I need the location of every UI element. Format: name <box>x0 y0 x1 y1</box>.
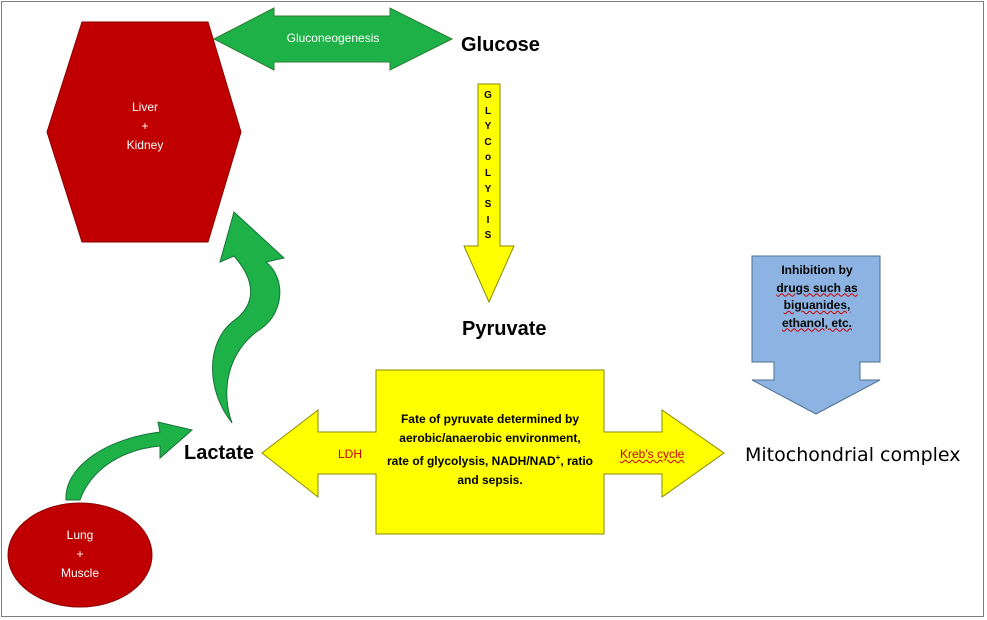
pyruvate-label: Pyruvate <box>462 318 547 340</box>
fate-line: rate of glycolysis, NADH/NAD+, ratio <box>376 448 604 471</box>
inhibition-line-text: biguanides, <box>783 298 851 312</box>
fate-line: aerobic/anaerobic environment, <box>399 431 581 445</box>
fate-line: and sepsis. <box>457 473 523 487</box>
lactate-label: Lactate <box>184 442 255 464</box>
inhibition-line: ethanol, etc. <box>755 315 879 333</box>
lung-text: Lung <box>66 528 94 542</box>
inhibition-line-text: ethanol, etc. <box>781 315 852 330</box>
glycolysis-letter: o <box>484 152 492 164</box>
gluconeogenesis-arrow <box>212 7 454 71</box>
glycolysis-letter: L <box>484 105 492 117</box>
nad-superscript: + <box>555 453 561 462</box>
inhibition-callout <box>751 255 881 415</box>
fate-line-tail: , ratio <box>560 454 594 468</box>
mitochondrial-complex-label: Mitochondrial complex <box>745 444 961 466</box>
fate-line: Fate of pyruvate determined by <box>400 412 580 426</box>
glycolysis-letter: S <box>484 230 492 242</box>
ldh-label: LDH <box>338 447 363 461</box>
liver-kidney-label: Liver + Kidney <box>98 98 192 155</box>
glycolysis-letter: Y <box>484 183 492 195</box>
inhibition-line-text: drugs such as <box>776 280 858 295</box>
pyruvate-fate-text: Fate of pyruvate determined by aerobic/a… <box>376 410 604 490</box>
fate-line-text: rate of glycolysis, NADH/NAD <box>386 454 556 468</box>
inhibition-line: biguanides, <box>755 297 879 315</box>
glucose-label: Glucose <box>461 34 540 56</box>
glycolysis-letter: C <box>484 136 492 148</box>
liver-text: Liver <box>131 100 158 114</box>
glycolysis-letter: L <box>484 167 492 179</box>
glycolysis-letter: I <box>486 214 490 226</box>
plus-text: + <box>141 119 149 133</box>
glycolysis-letter: G <box>484 90 492 101</box>
krebs-cycle-label: Kreb's cycle <box>620 447 685 461</box>
inhibition-line: drugs such as <box>755 280 879 298</box>
glycolysis-vertical-label: G L Y C o L Y S I S <box>480 88 496 244</box>
gluconeogenesis-label: Gluconeogenesis <box>286 31 380 45</box>
glycolysis-arrow <box>463 83 515 304</box>
muscle-to-lactate-curved-arrow <box>65 421 194 501</box>
inhibition-line: Inhibition by <box>781 263 853 277</box>
lactate-to-liver-curved-arrow <box>212 211 286 424</box>
lung-muscle-label: Lung + Muscle <box>36 526 124 583</box>
plus-text: + <box>76 547 84 561</box>
glycolysis-letter: Y <box>484 121 492 133</box>
glycolysis-letter: S <box>484 199 492 211</box>
liver-kidney-hexagon <box>46 21 242 243</box>
inhibition-text: Inhibition by drugs such as biguanides, … <box>755 262 879 332</box>
muscle-text: Muscle <box>60 566 99 580</box>
kidney-text: Kidney <box>126 138 164 152</box>
pyruvate-fate-arrow-box <box>261 369 725 535</box>
lung-muscle-ellipse <box>7 502 153 608</box>
